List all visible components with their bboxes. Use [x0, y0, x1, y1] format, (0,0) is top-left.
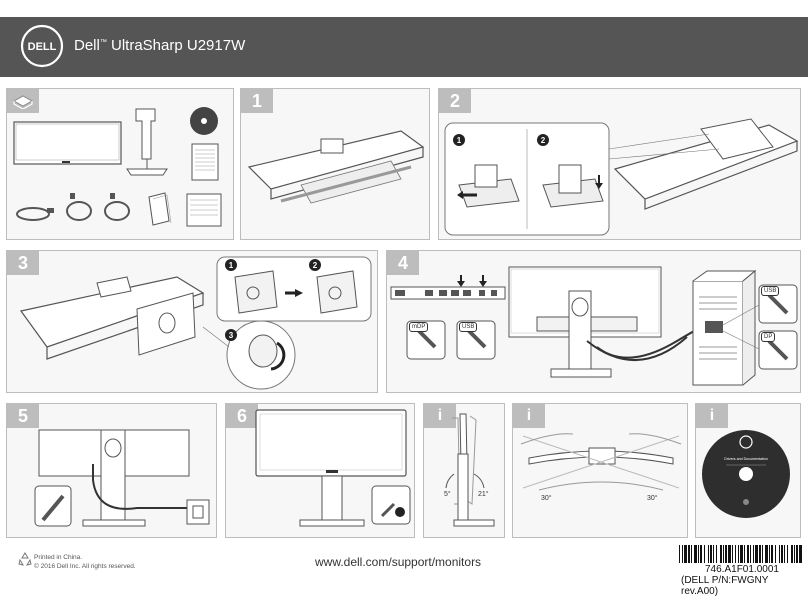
barcode-bar [704, 545, 705, 563]
panel-step-2: 2 1 2 [438, 88, 801, 240]
barcode [679, 545, 802, 563]
step-number: 4 [387, 251, 419, 275]
swivel-illustration: 30° 30° [520, 433, 682, 502]
tilt-back-label: 5° [444, 490, 451, 498]
barcode-bar [710, 545, 712, 563]
callout-2: 2 [313, 261, 318, 270]
barcode-bar [691, 545, 692, 563]
swivel-left-label: 30° [541, 494, 552, 502]
barcode-bar [762, 545, 763, 563]
step4-illustration [390, 266, 798, 386]
box-icon [12, 95, 34, 109]
barcode-bar [708, 545, 709, 563]
page-title: Dell™ UltraSharp U2917W [74, 37, 246, 54]
tilt-forward-label: 21° [478, 490, 489, 498]
barcode-bar [684, 545, 687, 563]
step-number: 1 [241, 89, 273, 113]
barcode-bar [784, 545, 785, 563]
panel-info-disc: i Drivers and Documentation [695, 403, 801, 538]
step1-illustration [247, 130, 425, 204]
barcode-bar [713, 545, 714, 563]
barcode-bar [698, 545, 699, 563]
footer-imprint: Printed in China. © 2016 Dell Inc. All r… [34, 553, 136, 571]
barcode-bar [682, 545, 683, 563]
mdp-label: mDP [409, 322, 429, 332]
copyright-text: © 2016 Dell Inc. All rights reserved. [34, 563, 136, 570]
barcode-bar [735, 545, 736, 563]
barcode-bar [744, 545, 745, 563]
barcode-bar [799, 545, 802, 563]
info-icon: i [513, 404, 545, 428]
barcode-bar [732, 545, 733, 563]
panel-box-contents [6, 88, 234, 240]
panel-step-6: 6 [225, 403, 415, 538]
step2-illustration: 1 2 [444, 118, 799, 236]
barcode-bar [679, 545, 680, 563]
dell-logo: DELL [20, 24, 64, 68]
barcode-bar [728, 545, 731, 563]
barcode-bar [738, 545, 739, 563]
barcode-bar [771, 545, 773, 563]
barcode-bar [723, 545, 724, 563]
barcode-bar [781, 545, 783, 563]
usb-label-pc: USB [761, 286, 780, 296]
barcode-bar [720, 545, 722, 563]
step-number: 2 [439, 89, 471, 113]
disc-title: Drivers and Documentation [724, 457, 768, 461]
header-bar: DELL Dell™ UltraSharp U2917W [0, 17, 808, 77]
recycle-icon [18, 552, 32, 566]
printed-in-text: Printed in China. [34, 554, 83, 561]
step5-illustration [34, 429, 210, 527]
usb-label-monitor: USB [459, 322, 478, 332]
barcode-bar [694, 545, 697, 563]
barcode-bar [753, 545, 754, 563]
logo-text: DELL [28, 41, 57, 53]
part-number: 746.A1F01.0001 [705, 564, 779, 575]
callout-2: 2 [541, 136, 546, 145]
panel-step-4: 4 mDP USB USB DP [386, 250, 801, 393]
barcode-bar [716, 545, 717, 563]
step-number: 3 [7, 251, 39, 275]
step-number: 5 [7, 404, 39, 428]
support-url[interactable]: www.dell.com/support/monitors [315, 555, 482, 569]
barcode-bar [791, 545, 793, 563]
info-icon: i [696, 404, 728, 428]
barcode-bar [794, 545, 795, 563]
dell-part-number: (DELL P/N:FWGNY rev.A00) [681, 575, 769, 597]
panel-step-1: 1 [240, 88, 430, 240]
barcode-bar [779, 545, 780, 563]
step-number: 6 [226, 404, 258, 428]
barcode-bar [796, 545, 798, 563]
step3-illustration: 1 2 3 [19, 256, 372, 390]
box-contents-illustration [13, 107, 222, 227]
panel-step-5: 5 [6, 403, 217, 538]
panel-step-3: 3 1 2 3 [6, 250, 378, 393]
panel-info-tilt: i 5° 21° [423, 403, 505, 538]
dp-label: DP [761, 332, 776, 342]
panel-info-swivel: i 30° 30° [512, 403, 688, 538]
barcode-bar [775, 545, 776, 563]
barcode-bar [740, 545, 743, 563]
barcode-bar [769, 545, 770, 563]
barcode-bar [747, 545, 749, 563]
barcode-bar [700, 545, 702, 563]
barcode-bar [725, 545, 727, 563]
barcode-bar [688, 545, 690, 563]
barcode-bar [765, 545, 768, 563]
callout-1: 1 [457, 136, 462, 145]
disc-illustration: Drivers and Documentation [702, 430, 790, 518]
swivel-right-label: 30° [647, 494, 658, 502]
barcode-bar [759, 545, 761, 563]
tilt-illustration: 5° 21° [444, 413, 495, 527]
box-contents-tab [7, 89, 39, 113]
barcode-bar [787, 545, 788, 563]
callout-1: 1 [229, 261, 234, 270]
step6-illustration [255, 409, 411, 527]
barcode-bar [750, 545, 751, 563]
callout-3: 3 [229, 331, 234, 340]
info-icon: i [424, 404, 456, 428]
barcode-bar [755, 545, 758, 563]
